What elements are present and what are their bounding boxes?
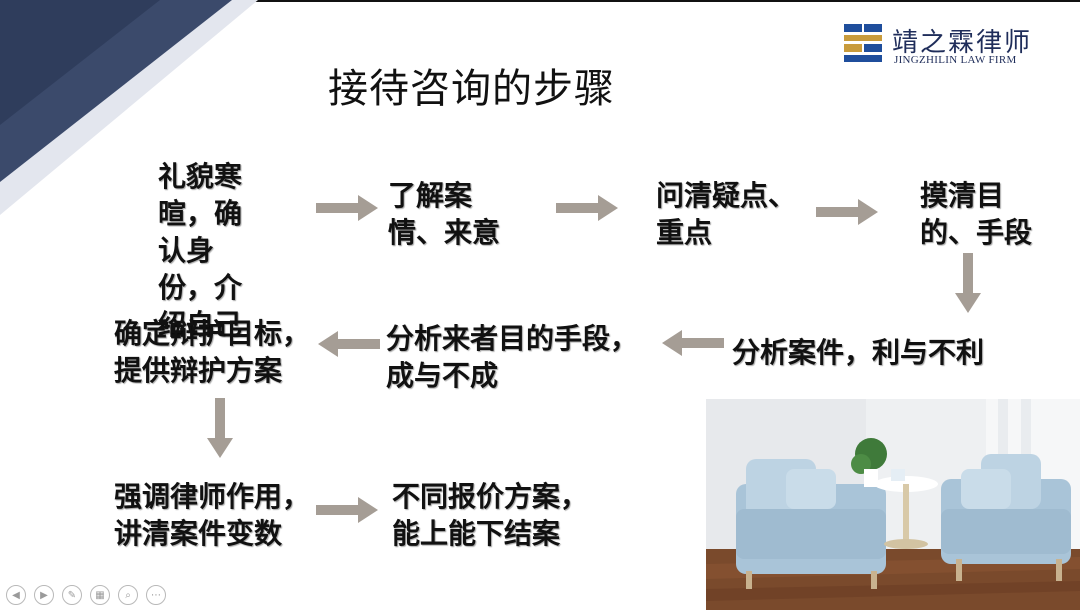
slide-title: 接待咨询的步骤 bbox=[328, 66, 615, 112]
logo-chinese-name: 靖之霖律师 bbox=[892, 28, 1033, 58]
step-3: 问清疑点、重点 bbox=[656, 179, 797, 249]
step-8: 强调律师作用，讲清案件变数 bbox=[114, 480, 311, 550]
arrow-left-1 bbox=[662, 330, 724, 356]
step-1: 礼貌寒暄，确认身份，介绍自己 bbox=[158, 160, 243, 341]
prev-icon[interactable]: ◀ bbox=[6, 585, 26, 605]
top-border bbox=[0, 0, 1080, 2]
step-6: 分析来者目的手段，成与不成 bbox=[386, 322, 639, 392]
step-9: 不同报价方案，能上能下结案 bbox=[392, 480, 589, 550]
step-2: 了解案情、来意 bbox=[388, 179, 501, 249]
zoom-icon[interactable]: ⌕ bbox=[118, 585, 138, 605]
arrow-right-3 bbox=[816, 199, 878, 225]
arrow-left-2 bbox=[318, 331, 380, 357]
logo-mark-icon bbox=[842, 22, 884, 64]
arrow-down-2 bbox=[207, 398, 233, 458]
arrow-right-2 bbox=[556, 195, 618, 221]
pen-icon[interactable]: ✎ bbox=[62, 585, 82, 605]
arrow-right-4 bbox=[316, 497, 378, 523]
presentation-toolbar: ◀ ▶ ✎ ▦ ⌕ ⋯ bbox=[6, 585, 166, 605]
law-firm-logo: 靖之霖律师 JINGZHILIN LAW FIRM bbox=[842, 22, 1062, 66]
arrow-down-1 bbox=[955, 253, 981, 313]
arrow-right-1 bbox=[316, 195, 378, 221]
corner-decoration bbox=[0, 0, 258, 215]
next-icon[interactable]: ▶ bbox=[34, 585, 54, 605]
logo-english-name: JINGZHILIN LAW FIRM bbox=[894, 54, 1017, 66]
step-4: 摸清目的、手段 bbox=[920, 179, 1033, 249]
slides-icon[interactable]: ▦ bbox=[90, 585, 110, 605]
more-icon[interactable]: ⋯ bbox=[146, 585, 166, 605]
consultation-room-photo bbox=[706, 399, 1080, 610]
step-7: 确定辩护目标，提供辩护方案 bbox=[114, 317, 311, 387]
step-5: 分析案件，利与不利 bbox=[732, 336, 985, 369]
